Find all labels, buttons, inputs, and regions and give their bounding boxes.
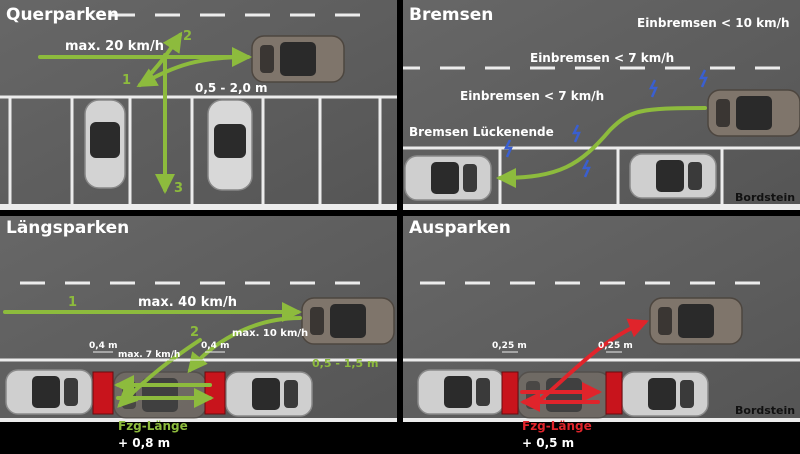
moving-car [707, 89, 800, 137]
panel-title: Längsparken [6, 218, 129, 238]
path-ausparken [520, 318, 649, 412]
parked-car [629, 153, 717, 199]
gap-marker [501, 371, 519, 415]
asphalt-querparken [0, 0, 397, 210]
gap-marker [204, 371, 226, 415]
speed-label: max. 40 km/h [138, 295, 237, 310]
speed-label: max. 10 km/h [232, 328, 308, 339]
brake-label: Einbremsen < 7 km/h [530, 51, 674, 65]
distance-label: 0,5 - 1,5 m [312, 357, 379, 370]
curb-line [403, 418, 800, 422]
parked-car [5, 369, 93, 415]
panel-title: Ausparken [409, 218, 511, 238]
parked-car [417, 369, 505, 415]
brake-label: Einbremsen < 10 km/h [637, 16, 790, 30]
panel-laengsparken: Längsparken max. 40 km/h max. 10 km/h ma… [0, 216, 397, 433]
parked-car [404, 155, 492, 201]
length-label: Fzg-Länge [522, 419, 592, 433]
gap-marker [605, 371, 623, 415]
path-laengsparken [3, 302, 302, 408]
panel-title: Querparken [6, 5, 119, 25]
curb-label: Bordstein [735, 191, 795, 204]
moving-car [301, 297, 395, 345]
gap-marker [92, 371, 114, 415]
step-label: 2 [190, 325, 199, 340]
step-label: 2 [183, 29, 192, 44]
curb-line [0, 204, 397, 210]
length-extra-label: + 0,5 m [522, 436, 574, 450]
gap-label: 0,4 m [89, 341, 117, 351]
panel-querparken: Querparken max. 20 km/h 0,5 - 2,0 m 1 2 … [0, 0, 397, 210]
dimension-lines [93, 351, 225, 361]
speed-label: max. 7 km/h [118, 350, 180, 360]
step-label: 1 [122, 73, 131, 88]
gap-label: 0,25 m [492, 341, 527, 351]
path-querparken [38, 31, 252, 194]
distance-label: 0,5 - 2,0 m [195, 81, 268, 95]
brake-icon [503, 69, 708, 178]
curb-line [0, 418, 397, 422]
panel-bremsen: Bremsen Einbremsen < 10 km/h Einbremsen … [403, 0, 800, 210]
approaching-car [251, 35, 345, 83]
step-label: 1 [68, 295, 77, 310]
length-label: Fzg-Länge [118, 419, 188, 433]
gap-label: 0,25 m [598, 341, 633, 351]
brake-label: Einbremsen < 7 km/h [460, 89, 604, 103]
curb-line [403, 204, 800, 210]
parked-car [207, 99, 253, 191]
path-bremsen [496, 106, 707, 188]
length-extra-label: + 0,8 m [118, 436, 170, 450]
step-label: 3 [174, 181, 183, 196]
parking-bays-querparken [0, 95, 397, 206]
parked-car [225, 371, 313, 417]
panel-ausparken: Ausparken 0,25 m 0,25 m Fzg-Länge Bordst… [403, 216, 800, 433]
gap-label: 0,4 m [201, 341, 229, 351]
curb-label: Bordstein [735, 404, 795, 417]
parked-car [84, 99, 126, 189]
speed-label: max. 20 km/h [65, 39, 164, 54]
parked-car [621, 371, 709, 417]
moving-car [649, 297, 743, 345]
brake-label: Bremsen Lückenende [409, 125, 554, 139]
panel-title: Bremsen [409, 5, 493, 25]
